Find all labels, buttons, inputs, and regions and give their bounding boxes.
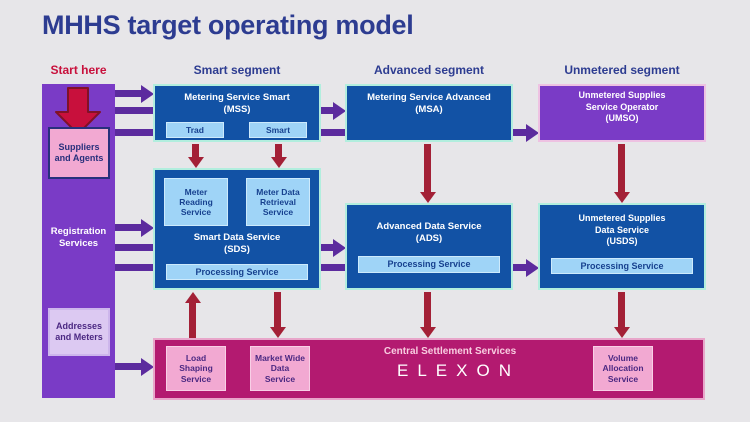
suppliers-and-agents-box: Suppliers and Agents xyxy=(48,127,110,179)
arrowhead-to-usds-icon xyxy=(526,259,539,277)
meter-data-retrieval-service-box: Meter Data Retrieval Service xyxy=(246,178,310,226)
arrowhead-to-mss-icon xyxy=(141,85,154,103)
elexon-logo: ELEXON xyxy=(397,361,520,380)
line-usds-to-volume-allocation xyxy=(618,292,625,328)
registration-services-label: Registration Services xyxy=(50,226,107,250)
central-settlement-title: Central Settlement Services xyxy=(383,346,517,357)
umso-box: Unmetered Supplies Service Operator (UMS… xyxy=(538,84,706,142)
msa-box: Metering Service Advanced (MSA) xyxy=(345,84,513,142)
ads-processing-service-bar: Processing Service xyxy=(358,256,500,273)
sds-processing-service-bar: Processing Service xyxy=(166,264,308,280)
arrowhead-settlement-icon xyxy=(420,327,436,338)
line-umso-to-usds xyxy=(618,144,625,193)
line-smart-to-meter-retrieval xyxy=(275,144,282,158)
line-load-shaping-to-sds xyxy=(189,303,196,338)
msa-title: Metering Service Advanced (MSA) xyxy=(367,92,491,116)
arrowhead-meter-retrieval-icon xyxy=(271,157,287,168)
page-title: MHHS target operating model xyxy=(42,10,414,40)
segment-header-unmetered: Unmetered segment xyxy=(564,63,680,77)
arrowhead-usds-icon xyxy=(614,192,630,203)
line-sds-to-market-wide xyxy=(274,292,281,328)
arrowhead-volume-allocation-icon xyxy=(614,327,630,338)
usds-box: Unmetered Supplies Data Service (USDS) xyxy=(538,203,706,290)
line-registration-to-sds xyxy=(115,224,141,231)
trad-box: Trad xyxy=(166,122,224,138)
arrowhead-load-shaping-to-sds-icon xyxy=(185,292,201,303)
usds-processing-service-bar: Processing Service xyxy=(551,258,693,274)
ads-box: Advanced Data Service (ADS) xyxy=(345,203,513,290)
load-shaping-service-box: Load Shaping Service xyxy=(166,346,226,391)
start-here-arrow-icon xyxy=(55,87,101,135)
addresses-and-meters-box: Addresses and Meters xyxy=(48,308,110,356)
ads-title: Advanced Data Service (ADS) xyxy=(376,221,482,245)
line-ads-to-settlement xyxy=(424,292,431,328)
line-registration-to-mss xyxy=(115,90,141,97)
umso-title: Unmetered Supplies Service Operator (UMS… xyxy=(578,90,666,124)
arrowhead-meter-reading-icon xyxy=(188,157,204,168)
volume-allocation-service-box: Volume Allocation Service xyxy=(593,346,653,391)
arrowhead-to-ads-icon xyxy=(333,239,346,257)
arrowhead-market-wide-icon xyxy=(270,327,286,338)
sds-title: Smart Data Service (SDS) xyxy=(193,232,281,256)
meter-reading-service-box: Meter Reading Service xyxy=(164,178,228,226)
market-wide-data-service-box: Market Wide Data Service xyxy=(250,346,310,391)
start-here-label: Start here xyxy=(50,63,107,77)
smart-box: Smart xyxy=(249,122,307,138)
line-registration-to-settlement xyxy=(115,363,141,370)
arrowhead-to-settlement-icon xyxy=(141,358,154,376)
mss-title: Metering Service Smart (MSS) xyxy=(184,92,290,116)
segment-header-smart: Smart segment xyxy=(193,63,281,77)
line-msa-to-ads xyxy=(424,144,431,193)
segment-header-advanced: Advanced segment xyxy=(373,63,485,77)
arrowhead-to-sds-icon xyxy=(141,219,154,237)
arrowhead-to-msa-icon xyxy=(333,102,346,120)
line-trad-to-meter-reading xyxy=(192,144,199,158)
arrowhead-ads-icon xyxy=(420,192,436,203)
arrowhead-to-umso-icon xyxy=(526,124,539,142)
usds-title: Unmetered Supplies Data Service (USDS) xyxy=(578,213,666,247)
